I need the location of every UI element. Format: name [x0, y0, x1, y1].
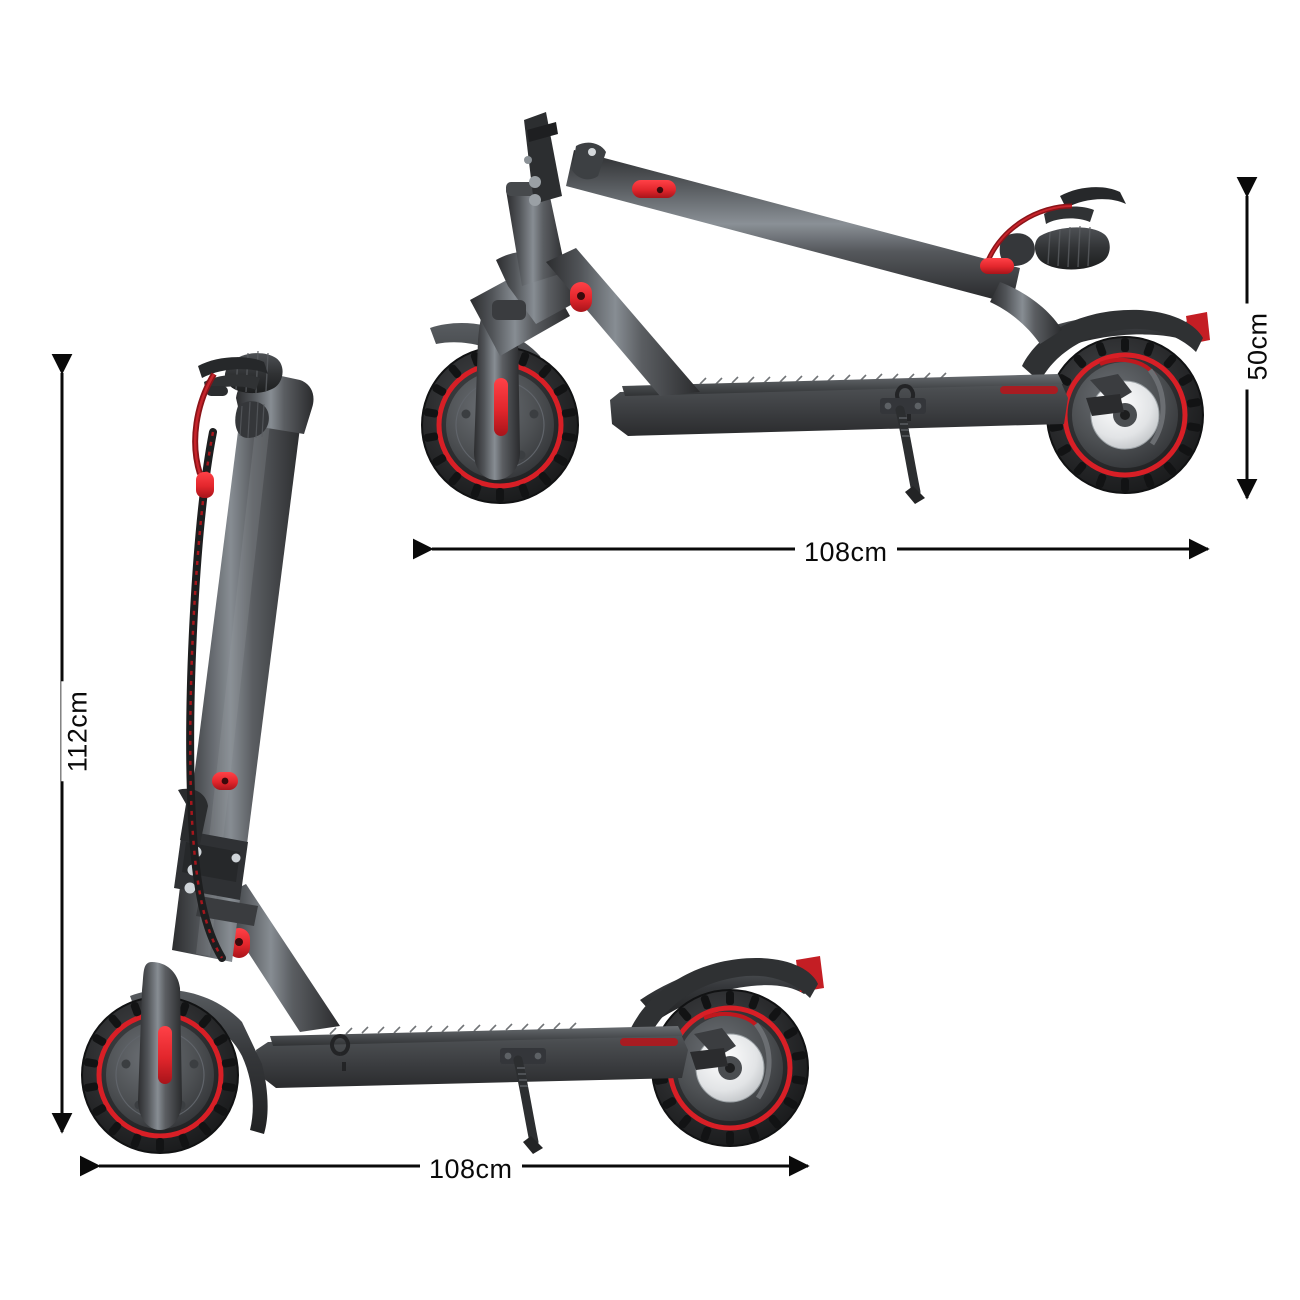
handlebar-cluster-folded	[980, 187, 1126, 274]
kickstand-folded	[895, 405, 925, 504]
dimension-label-folded-length: 108cm	[795, 536, 897, 569]
rear-wheel-folded	[1046, 336, 1204, 494]
brake-cable-unfolded	[186, 428, 226, 962]
handlebar-stem-folded	[566, 142, 1020, 304]
cable-clip-unfolded	[196, 472, 214, 498]
neck-folded	[990, 282, 1062, 344]
deck-unfolded	[256, 1022, 688, 1088]
kickstand-unfolded	[513, 1055, 543, 1154]
fork-reflector-unfolded	[158, 1026, 172, 1084]
stem-reflector-folded	[632, 180, 676, 198]
scooter-unfolded-view	[81, 350, 824, 1154]
dimension-label-unfolded-length: 108cm	[420, 1153, 522, 1186]
rear-wheel-unfolded	[651, 989, 809, 1147]
front-fender-unfolded	[130, 989, 268, 1134]
folding-hinge-folded	[524, 112, 562, 206]
handlebar-cluster-unfolded	[192, 350, 314, 498]
scooter-folded-view	[421, 112, 1210, 504]
support-tube-folded	[546, 248, 700, 396]
stem-upper-folded	[506, 178, 566, 286]
fork-reflector-folded	[494, 378, 508, 436]
dimension-label-unfolded-height: 112cm	[61, 681, 95, 782]
deck-folded	[610, 372, 1068, 436]
rear-fender-arch-folded	[1022, 309, 1203, 382]
dimension-label-folded-height: 50cm	[1241, 303, 1275, 390]
